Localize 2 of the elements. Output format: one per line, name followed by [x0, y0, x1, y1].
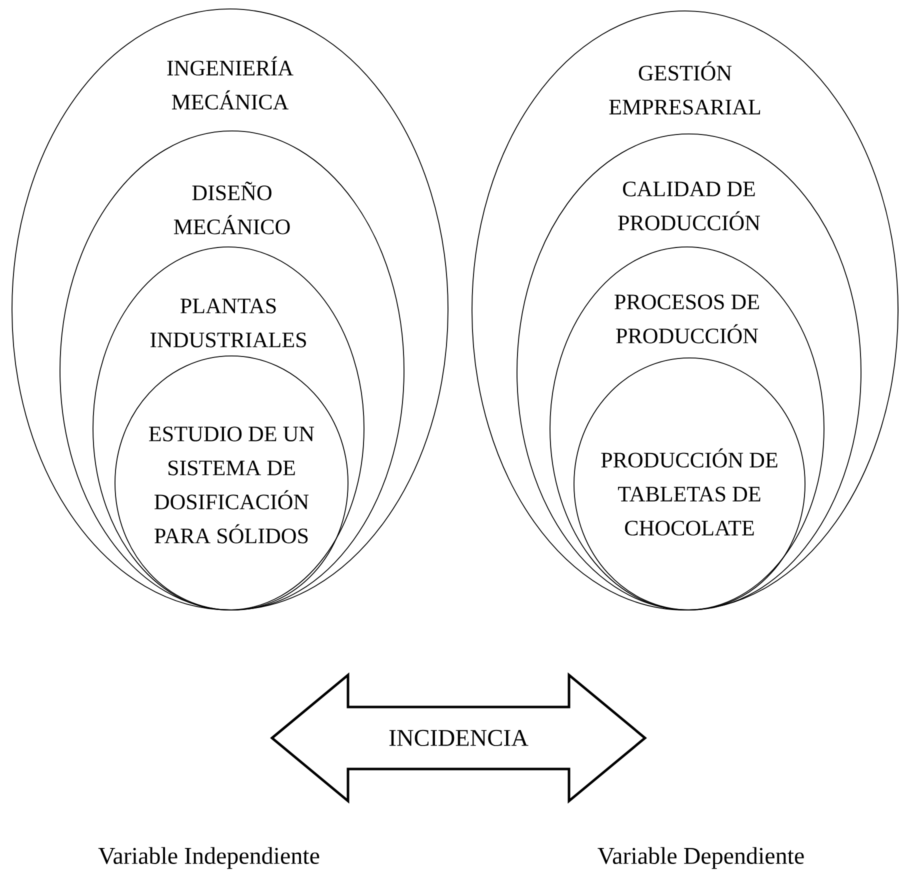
variable-label: Variable Dependiente	[598, 847, 804, 869]
variable-label: Variable Independiente	[98, 847, 320, 869]
